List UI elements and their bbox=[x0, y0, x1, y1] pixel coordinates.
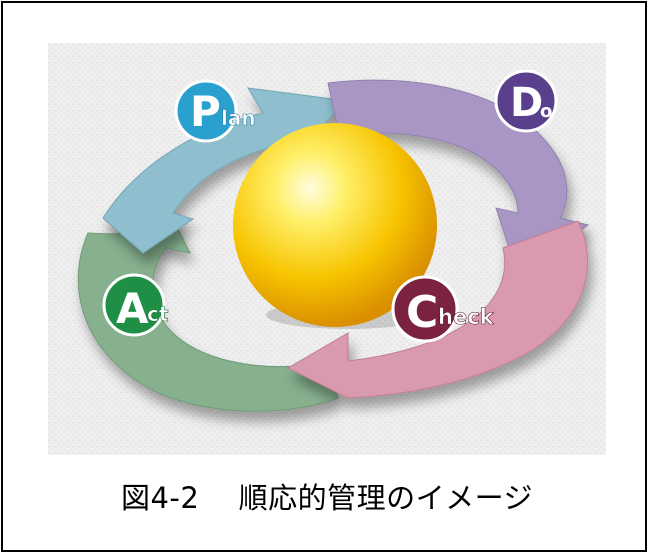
act-arrow bbox=[77, 204, 339, 412]
plan-arrow bbox=[102, 87, 350, 254]
act-badge-rest: ct bbox=[147, 302, 169, 326]
check-arrow bbox=[286, 220, 589, 399]
plan-badge-initial: P bbox=[190, 87, 221, 136]
do-badge: D o bbox=[494, 69, 558, 133]
plan-badge: P lan bbox=[174, 79, 256, 143]
do-badge-circle bbox=[494, 69, 558, 133]
check-badge: C heck bbox=[391, 275, 495, 343]
center-sphere bbox=[233, 123, 437, 327]
check-badge-initial: C bbox=[406, 287, 438, 338]
check-badge-circle bbox=[391, 275, 459, 343]
figure-caption: 図4-2 順応的管理のイメージ bbox=[120, 481, 533, 515]
do-badge-rest: o bbox=[540, 101, 552, 122]
plan-badge-rest: lan bbox=[221, 106, 256, 130]
act-badge-circle bbox=[102, 273, 166, 337]
check-badge-rest: heck bbox=[438, 305, 495, 329]
pdca-cycle-diagram: P lan D o C heck A ct bbox=[48, 43, 606, 455]
do-badge-initial: D bbox=[510, 80, 543, 126]
plan-badge-circle bbox=[174, 79, 238, 143]
act-badge-initial: A bbox=[116, 284, 149, 333]
act-badge: A ct bbox=[102, 273, 169, 337]
